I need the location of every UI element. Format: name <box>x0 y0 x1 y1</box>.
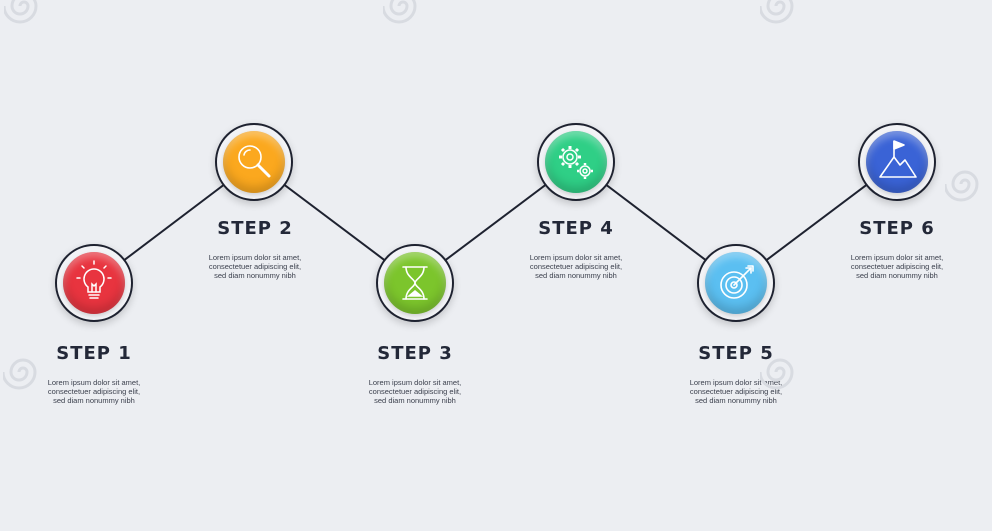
step-3-description: Lorem ipsum dolor sit amet, consectetuer… <box>335 378 495 405</box>
step-6-desc-line-1: Lorem ipsum dolor sit amet, <box>850 253 944 262</box>
step-3-desc-line-3: sed diam nonummy nibh <box>374 396 456 405</box>
watermark-swirl-icon <box>760 358 794 390</box>
step-2-desc-line-2: consectetuer adipiscing elit, <box>208 262 302 271</box>
step-5-title: STEP 5 <box>698 343 774 364</box>
step-5-desc-line-1: Lorem ipsum dolor sit amet, <box>689 378 783 387</box>
step-4-node <box>537 123 615 201</box>
watermark-swirl-icon <box>760 0 794 24</box>
step-2-title: STEP 2 <box>217 218 293 239</box>
step-3-title: STEP 3 <box>377 343 453 364</box>
target-icon <box>720 265 754 299</box>
step-5-description: Lorem ipsum dolor sit amet, consectetuer… <box>656 378 816 405</box>
lightbulb-icon <box>76 260 112 299</box>
magnifier-icon <box>238 145 271 178</box>
hourglass-icon <box>402 266 428 300</box>
step-4-disc <box>545 131 607 193</box>
step-2-node <box>215 123 293 201</box>
step-1-desc-line-1: Lorem ipsum dolor sit amet, <box>47 378 141 387</box>
step-1-node <box>55 244 133 322</box>
step-1-desc-line-3: sed diam nonummy nibh <box>53 396 135 405</box>
step-2-desc-line-3: sed diam nonummy nibh <box>214 271 296 280</box>
watermark-swirl-icon <box>383 0 417 24</box>
watermark-swirl-icon <box>4 0 38 24</box>
step-6-desc-line-3: sed diam nonummy nibh <box>856 271 938 280</box>
step-2-desc-line-1: Lorem ipsum dolor sit amet, <box>208 253 302 262</box>
step-1-title: STEP 1 <box>56 343 132 364</box>
step-1-desc-line-2: consectetuer adipiscing elit, <box>47 387 141 396</box>
step-6-desc-line-2: consectetuer adipiscing elit, <box>850 262 944 271</box>
step-4-title: STEP 4 <box>538 218 614 239</box>
gears-icon <box>559 146 593 179</box>
step-6-title: STEP 6 <box>859 218 935 239</box>
step-5-desc-line-2: consectetuer adipiscing elit, <box>689 387 783 396</box>
step-2-disc <box>223 131 285 193</box>
step-3-node <box>376 244 454 322</box>
step-2-description: Lorem ipsum dolor sit amet, consectetuer… <box>175 253 335 280</box>
watermark-swirl-icon <box>945 170 979 202</box>
step-3-desc-line-1: Lorem ipsum dolor sit amet, <box>368 378 462 387</box>
step-4-desc-line-2: consectetuer adipiscing elit, <box>529 262 623 271</box>
step-1-description: Lorem ipsum dolor sit amet, consectetuer… <box>14 378 174 405</box>
step-5-desc-line-3: sed diam nonummy nibh <box>695 396 777 405</box>
step-3-desc-line-2: consectetuer adipiscing elit, <box>368 387 462 396</box>
step-1-disc <box>63 252 125 314</box>
mountain-flag-icon <box>879 140 917 178</box>
step-5-disc <box>705 252 767 314</box>
step-4-desc-line-3: sed diam nonummy nibh <box>535 271 617 280</box>
step-6-disc <box>866 131 928 193</box>
step-4-desc-line-1: Lorem ipsum dolor sit amet, <box>529 253 623 262</box>
step-6-node <box>858 123 936 201</box>
step-6-description: Lorem ipsum dolor sit amet, consectetuer… <box>817 253 977 280</box>
step-5-node <box>697 244 775 322</box>
step-4-description: Lorem ipsum dolor sit amet, consectetuer… <box>496 253 656 280</box>
step-3-disc <box>384 252 446 314</box>
watermark-swirl-icon <box>3 358 37 390</box>
